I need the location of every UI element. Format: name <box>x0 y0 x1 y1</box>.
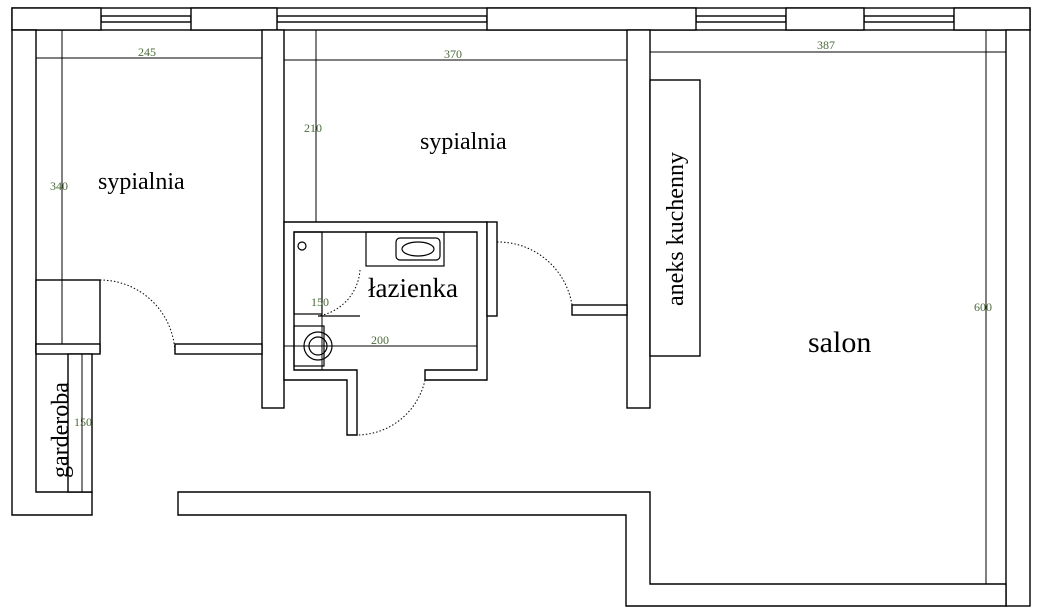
dim-label-340: 340 <box>50 179 68 193</box>
middle-bedroom-stub <box>571 304 628 316</box>
shower-drain <box>297 241 307 251</box>
partition-b <box>626 29 651 409</box>
room-label-bedroom-left: sypialnia <box>98 169 185 195</box>
room-label-salon: salon <box>808 326 871 359</box>
bottom-wall <box>177 491 1007 607</box>
door-swing-left-bedroom <box>99 279 176 355</box>
dim-label-200: 200 <box>371 333 389 347</box>
window-2 <box>276 15 488 23</box>
kitchen-counter <box>649 79 701 357</box>
window-1 <box>100 15 192 23</box>
window-3 <box>695 15 787 23</box>
window-4 <box>863 15 955 23</box>
window-frame-2 <box>190 7 278 31</box>
window-frame-1 <box>11 7 102 31</box>
room-label-kitchenette: aneks kuchenny <box>663 152 689 306</box>
dim-label-210: 210 <box>304 121 322 135</box>
sink-cabinet <box>365 231 445 267</box>
window-frame-4 <box>785 7 865 31</box>
door-swing-bathroom-inner <box>317 269 361 317</box>
dim-label-600: 600 <box>974 300 992 314</box>
bedroom-left-bottom-right <box>174 343 263 355</box>
room-label-wardrobe: garderoba <box>48 382 74 478</box>
sink-bowl <box>401 241 435 257</box>
right-wall <box>1005 29 1031 607</box>
bedroom-left-bottom-stub <box>35 279 101 353</box>
dim-label-150-bath: 150 <box>311 295 329 309</box>
dim-label-370: 370 <box>444 47 462 61</box>
dim-label-245: 245 <box>138 45 156 59</box>
partition-a <box>261 29 285 409</box>
bathroom-door-post <box>486 221 498 317</box>
room-label-bathroom: łazienka <box>368 273 458 303</box>
window-frame-5 <box>953 7 1031 31</box>
dim-label-387: 387 <box>817 38 835 52</box>
door-swing-middle-bedroom <box>496 241 573 306</box>
sink-basin <box>395 237 441 261</box>
dim-label-150-wardrobe: 150 <box>74 415 92 429</box>
wardrobe-wall <box>67 353 93 493</box>
door-swing-bathroom <box>356 379 426 436</box>
bedroom-left-bottom-wall <box>35 343 101 355</box>
window-frame-3 <box>486 7 697 31</box>
bathroom-walls <box>283 221 488 436</box>
room-label-bedroom-middle: sypialnia <box>420 129 507 155</box>
